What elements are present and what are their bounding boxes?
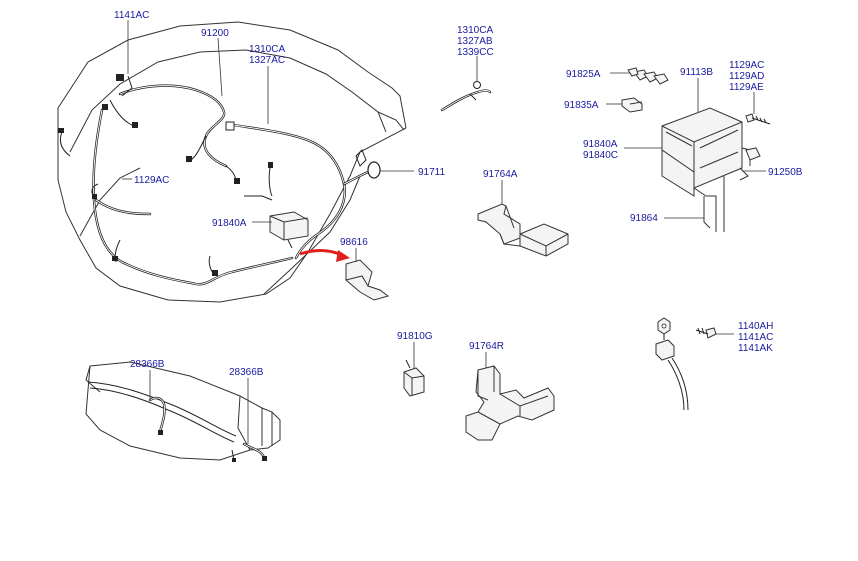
relay-91835A <box>621 97 643 113</box>
label-28366B-b: 28366B <box>229 367 264 378</box>
label-98616: 98616 <box>340 237 368 248</box>
label-1129AC-right: 1129AC <box>729 60 764 71</box>
label-91200: 91200 <box>201 28 229 39</box>
label-91840C: 91840C <box>583 150 618 161</box>
grommet-91711 <box>355 149 381 179</box>
label-91113B: 91113B <box>680 67 713 78</box>
bolt-1129AC <box>745 113 771 125</box>
label-91840A-right: 91840A <box>583 139 618 150</box>
label-91825A: 91825A <box>566 69 601 80</box>
bracket-91764R <box>465 365 555 441</box>
label-1129AE: 1129AE <box>729 82 764 93</box>
label-1141AC-top: 1141AC <box>114 10 149 21</box>
label-1327AC-a: 1327AC <box>249 55 285 66</box>
label-91764A: 91764A <box>483 169 518 180</box>
bracket-91764A <box>477 203 569 257</box>
leader-lines <box>122 20 766 444</box>
red-arrow-head <box>336 250 350 262</box>
label-91835A: 91835A <box>564 100 599 111</box>
label-91764R: 91764R <box>469 341 504 352</box>
label-91840A-left: 91840A <box>212 218 247 229</box>
label-1310CA-a: 1310CA <box>249 44 285 55</box>
label-1129AC-left: 1129AC <box>134 175 169 186</box>
clip-91810G <box>403 359 425 397</box>
label-91810G: 91810G <box>397 331 433 342</box>
label-1339CC: 1339CC <box>457 47 494 58</box>
label-1141AK: 1141AK <box>738 343 773 354</box>
label-1140AH: 1140AH <box>738 321 773 332</box>
engine-bay-outline <box>57 21 407 303</box>
label-91250B: 91250B <box>768 167 803 178</box>
bracket-98616 <box>345 259 390 301</box>
label-28366B-a: 28366B <box>130 359 165 370</box>
label-91864: 91864 <box>630 213 658 224</box>
clip-cable-top <box>440 81 492 112</box>
label-1129AD: 1129AD <box>729 71 764 82</box>
fuse-box-91113B <box>661 107 761 232</box>
ground-wire-bolt <box>655 317 717 411</box>
part-labels: 1141AC 91200 1310CA 1327AC 1310CA 1327AB… <box>114 10 803 378</box>
label-1310CA-b: 1310CA <box>457 25 493 36</box>
relay-box-91840A-bay <box>269 211 309 249</box>
label-1327AB: 1327AB <box>457 36 493 47</box>
transmission-harness <box>85 361 281 462</box>
label-1141AC-bottom: 1141AC <box>738 332 773 343</box>
label-91711: 91711 <box>418 167 446 178</box>
fuses-91825A <box>627 67 669 85</box>
main-wiring-harness <box>58 74 380 286</box>
